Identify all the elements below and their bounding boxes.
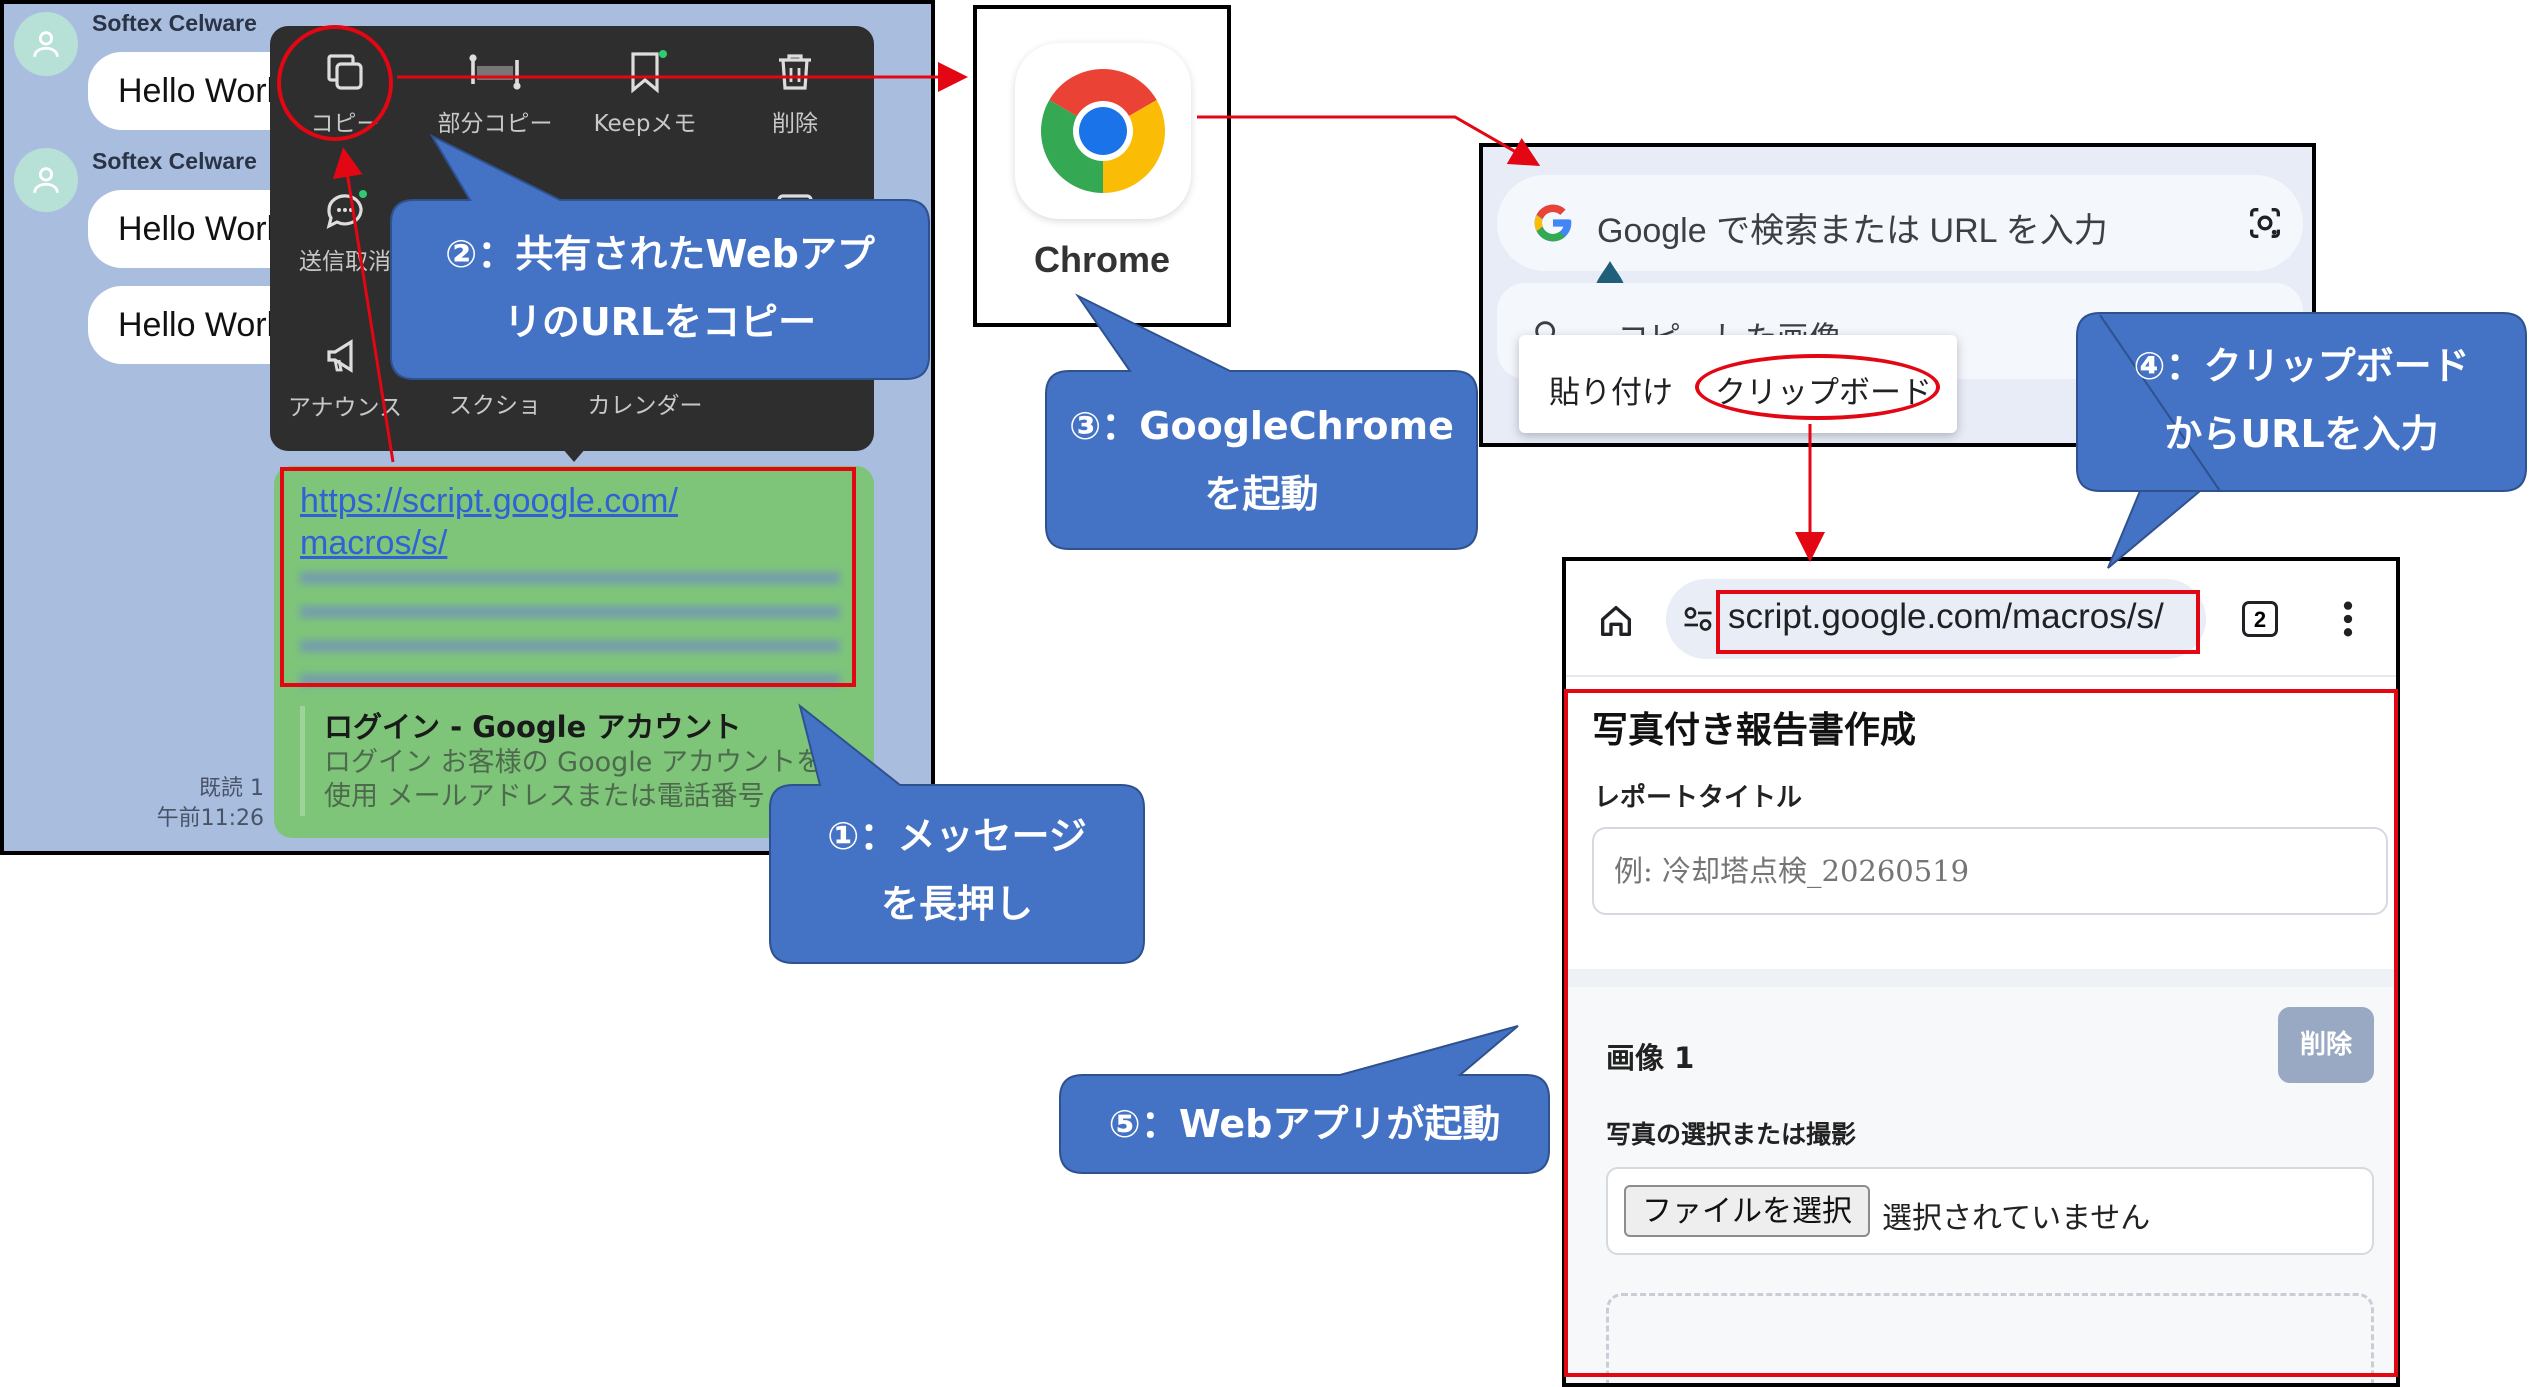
- user-icon: [33, 31, 59, 57]
- omnibox[interactable]: Google で検索または URL を入力: [1497, 175, 2303, 271]
- arrow-message-to-copy: [332, 147, 395, 463]
- tab-count-button[interactable]: 2: [2242, 601, 2278, 637]
- menu-item-keep[interactable]: Keepメモ: [570, 48, 720, 138]
- message-time: 午前11:26: [156, 806, 264, 831]
- chat-screenshot: Softex Celware Hello World Softex Celwar…: [0, 0, 935, 855]
- app-label: Chrome: [1033, 239, 1171, 280]
- lens-camera-icon[interactable]: [2245, 203, 2285, 243]
- more-vert-icon[interactable]: [2338, 599, 2358, 639]
- menu-item-calendar[interactable]: カレンダー: [570, 386, 720, 420]
- menu-item-label: 削除: [772, 111, 818, 137]
- callout-step5-text: ⑤：Webアプリが起動: [1108, 1102, 1501, 1146]
- menu-item-label: 送信取消: [299, 249, 391, 275]
- menu-pointer: [562, 448, 586, 462]
- chrome-icon: [1040, 69, 1166, 193]
- menu-item-label: カレンダー: [587, 393, 703, 419]
- sender-name: Softex Celware: [92, 10, 257, 36]
- copy-highlight-circle: [277, 25, 393, 141]
- blurred-url-text: [300, 572, 840, 690]
- webapp-screenshot: script.google.com/macros/s/ 2 写真付き報告書作成 …: [1562, 557, 2400, 1387]
- message-url[interactable]: https://script.google.com/ macros/s/: [300, 482, 678, 562]
- callout-step5: [1059, 1025, 1550, 1174]
- callout-step1: [769, 703, 1145, 964]
- callout-step3: [1045, 293, 1478, 550]
- announce-icon: [327, 339, 353, 373]
- trash-icon: [779, 54, 811, 90]
- image-section: 画像 1 削除 写真の選択または撮影 ファイルを選択 選択されていません: [1566, 987, 2396, 1383]
- sender-name: Softex Celware: [92, 148, 257, 174]
- delete-image-button[interactable]: 削除: [2278, 1007, 2374, 1083]
- read-status: 既読 1: [199, 776, 264, 801]
- webapp-highlight: [1564, 689, 2398, 1377]
- address-highlight: [1716, 590, 2200, 654]
- app-icon-tile: [1015, 43, 1191, 219]
- file-input[interactable]: ファイルを選択 選択されていません: [1606, 1167, 2374, 1255]
- google-g-icon: [1534, 204, 1572, 242]
- choose-file-button[interactable]: ファイルを選択: [1624, 1185, 1870, 1237]
- section-divider: [1566, 969, 2396, 987]
- callout-step2-text: ②：共有されたWebアプリのURLをコピー: [445, 232, 875, 344]
- link-preview-bar: [300, 706, 305, 816]
- url-highlight: [280, 467, 856, 687]
- form-title: 写真付き報告書作成: [1592, 710, 1917, 751]
- report-title-label: レポートタイトル: [1594, 783, 1803, 813]
- address-text[interactable]: script.google.com/macros/s/: [1728, 597, 2164, 636]
- avatar: [14, 148, 78, 212]
- menu-item-unsend[interactable]: 送信取消: [270, 186, 420, 276]
- callout-step4-text: ④：クリップボードからURLを入力: [2133, 344, 2470, 456]
- site-settings-icon[interactable]: [1680, 601, 1716, 637]
- menu-item-partial-copy[interactable]: 部分コピー: [420, 48, 570, 138]
- image-section-title: 画像 1: [1606, 1041, 1695, 1075]
- home-icon[interactable]: [1596, 601, 1636, 641]
- omnibox-placeholder: Google で検索または URL を入力: [1597, 212, 2108, 250]
- url-message[interactable]: https://script.google.com/ macros/s/ ログイ…: [274, 466, 874, 838]
- menu-item-label: スクショ: [449, 393, 541, 419]
- user-icon: [33, 167, 59, 193]
- link-preview-description: ログイン お客様の Google アカウントを 使用 メールアドレスまたは電話番…: [324, 747, 823, 812]
- paste-option[interactable]: 貼り付け: [1549, 375, 1673, 411]
- clipboard-highlight-ellipse: [1695, 354, 1940, 420]
- menu-item-screenshot[interactable]: スクショ: [420, 386, 570, 420]
- menu-item-delete[interactable]: 削除: [720, 48, 870, 138]
- file-status-text: 選択されていません: [1882, 1201, 2151, 1236]
- chrome-app-icon[interactable]: Chrome: [973, 5, 1231, 327]
- photo-drop-area[interactable]: [1606, 1293, 2374, 1383]
- callout-step2: [390, 133, 930, 380]
- bookmark-icon: [631, 50, 667, 94]
- callout-step1-text: ①：メッセージを長押し: [827, 814, 1087, 926]
- menu-item-label: Keepメモ: [593, 111, 697, 137]
- menu-item-label: 部分コピー: [437, 111, 553, 137]
- arrow-chrome-to-search: [1197, 115, 1541, 166]
- photo-select-label: 写真の選択または撮影: [1606, 1120, 1857, 1149]
- link-preview-title: ログイン - Google アカウント: [324, 710, 742, 744]
- report-title-input[interactable]: [1592, 827, 2388, 915]
- webapp-form: 写真付き報告書作成 レポートタイトル 画像 1 削除 写真の選択または撮影 ファ…: [1566, 679, 2396, 1383]
- callout-step4: [2076, 312, 2527, 569]
- avatar: [14, 12, 78, 76]
